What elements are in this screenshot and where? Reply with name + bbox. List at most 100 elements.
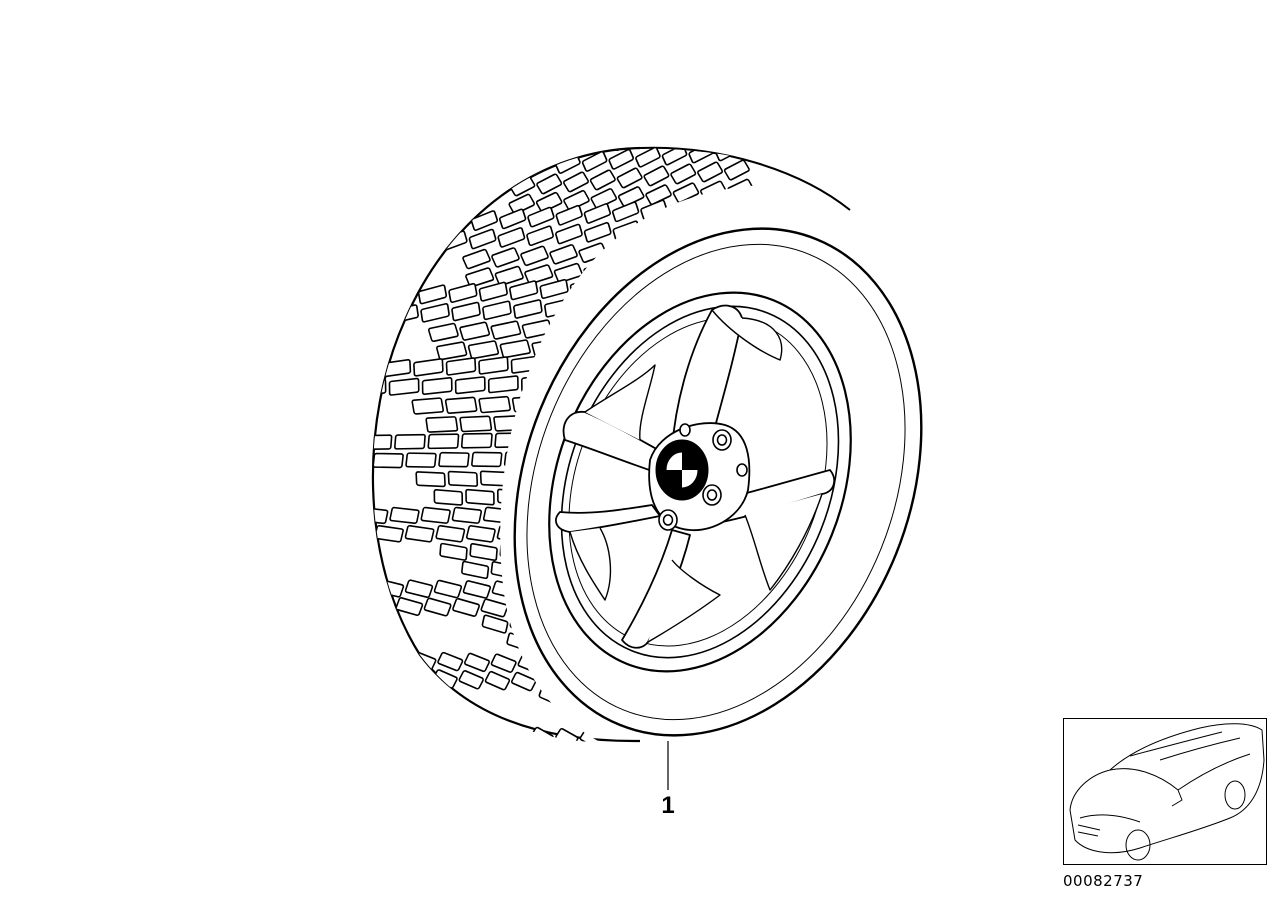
tread-block [723,159,750,181]
tread-block [463,652,490,673]
tread-block [536,173,563,195]
tread-block [435,524,466,543]
tread-block [509,280,539,301]
tread-block [616,167,643,189]
tread-block [672,182,700,204]
spoke-top [671,304,743,449]
tread-block [433,579,463,599]
tread-block [445,357,477,376]
tread-block [372,452,404,469]
tire-sidewall-inner [526,243,906,721]
tread-block [643,165,670,187]
tread-block [444,396,478,415]
tread-block [421,376,453,396]
hub [648,422,751,531]
tread-block [465,267,495,288]
tread-block [563,171,589,193]
tread-block [524,264,554,285]
tread-block [388,377,420,396]
tread-block [452,597,480,617]
tread-block [481,614,509,634]
tread-block [447,470,479,487]
tread-block [433,489,464,506]
part-callout-1[interactable]: 1 [661,792,675,819]
roundel-emblem-icon [655,439,709,501]
tread-block [494,265,524,287]
tread-block [372,434,393,451]
tread-block [413,358,444,377]
tread-block [395,597,424,617]
tread-block [420,302,450,323]
tread-block [490,320,522,340]
tread-block [404,579,434,599]
tread-block [478,356,509,375]
tread-block [589,169,616,191]
tread-block [459,415,493,433]
tread-block [467,340,500,360]
tread-block [508,193,535,215]
tread-block [498,208,527,230]
tread-block [462,580,492,599]
tread-block [470,210,499,231]
tread-block [417,284,448,305]
tread-block [423,597,452,617]
tread-block [405,452,437,468]
tread-block [527,206,555,228]
tread-block [520,245,549,267]
tread-block [469,543,498,562]
tread-block [555,223,583,245]
tread-block [454,376,486,395]
tread-block [458,670,484,690]
spoke-lower-left [555,504,661,533]
tread-block [513,299,543,319]
tread-block [465,488,495,506]
lug-nut [679,423,691,437]
tread-block [389,506,420,525]
tread-block [460,432,493,449]
spokes [555,304,836,649]
tread-block [697,161,724,183]
tread-block [581,150,608,172]
tread-block [549,244,578,265]
tread-block [499,339,531,359]
tread-block [478,395,511,414]
tread-block [415,471,446,488]
tread-block [439,542,468,561]
tread-block [482,300,512,321]
tread-block [465,525,496,543]
tread-block [427,322,459,343]
tread-block [438,451,470,468]
tread-block [451,301,481,322]
tread-block [471,451,503,468]
tire-shoulder-top [639,146,851,211]
tread-block [487,375,519,394]
tread-block [583,222,612,243]
tread-block [451,506,483,524]
tread-block [526,225,554,247]
tread-block [411,397,445,415]
tread-block [553,262,583,284]
tread-block [420,506,451,524]
tread-block [404,524,435,543]
tread-block [437,651,464,672]
tread-block [539,278,569,299]
tread-block [436,341,468,361]
tread-block [497,227,526,248]
tread-block [510,671,537,692]
lug-nuts [658,423,748,531]
tread-block [555,728,579,742]
tread-block [635,148,661,168]
tread-block [583,203,611,224]
tread-block [462,248,491,270]
tread-block [480,598,509,618]
tread-block [461,560,490,580]
diagram-code: 00082737 [1063,872,1144,890]
tire-sidewall-outline [513,227,923,737]
tread-block [427,433,460,450]
tread-block [670,163,697,185]
tread-block [535,191,563,213]
tread-block [608,148,635,170]
tread-block [468,228,497,250]
